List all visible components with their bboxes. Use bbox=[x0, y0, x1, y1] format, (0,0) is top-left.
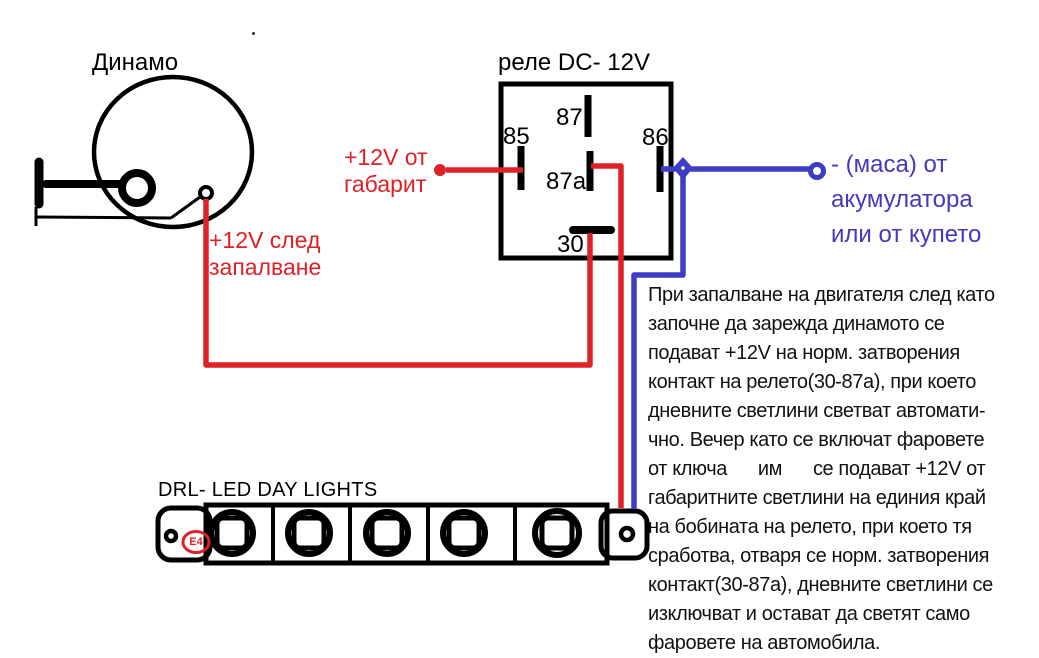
parking-wire-connector-dot bbox=[434, 164, 446, 176]
dynamo-symbol bbox=[34, 74, 255, 230]
ignition-12v-line2: запалване bbox=[209, 254, 322, 280]
led-bar-mount-hole-left bbox=[163, 528, 179, 544]
relay-title: реле DC- 12V bbox=[498, 49, 650, 76]
ground-line3: или от купето bbox=[831, 221, 982, 248]
led-module-chip bbox=[291, 515, 327, 551]
junction-center-dot bbox=[681, 166, 685, 170]
note-line: габаритните светлини на единия край bbox=[648, 487, 986, 509]
note-line: чно. Вечер като се включат фаровете bbox=[648, 429, 985, 451]
dynamo-output-terminal bbox=[198, 185, 214, 201]
note-line: дневните светлини светват автомати- bbox=[648, 400, 986, 422]
wire-dynamo-to-pin30 bbox=[203, 199, 593, 368]
led-module-lens bbox=[440, 509, 488, 557]
pin-label-85: 85 bbox=[503, 123, 530, 150]
note-line: фаровете на автомобила. bbox=[648, 632, 881, 654]
red-wires bbox=[203, 163, 624, 508]
note-line: При запалване на двигателя след като bbox=[648, 284, 995, 306]
note-line: контакт(30-87a), дневните светлини се bbox=[648, 574, 993, 596]
led-bar-symbol bbox=[155, 502, 650, 566]
ground-wire-connector-ring bbox=[808, 162, 826, 180]
pin-label-87a: 87a bbox=[546, 168, 587, 195]
ignition-12v-line1: +12V след bbox=[209, 227, 321, 253]
explanation-note: При запалване на двигателя след като зап… bbox=[648, 281, 995, 658]
dynamo-slip-ring bbox=[118, 169, 156, 207]
dynamo-second-lead bbox=[35, 215, 172, 220]
pin-label-87: 87 bbox=[556, 104, 583, 131]
pin-label-86: 86 bbox=[642, 124, 669, 151]
pin-label-30: 30 bbox=[557, 231, 584, 258]
wire-pin87a-to-led bbox=[591, 163, 624, 508]
note-line: сработва, отваря се норм. затворения bbox=[648, 545, 990, 567]
led-bar-mount-hole-right bbox=[618, 525, 636, 543]
ground-label: - (маса) от акумулатора или от купето bbox=[831, 147, 981, 252]
note-line: започне да зарежда динамото се bbox=[648, 313, 945, 335]
note-line: подават +12V на норм. затворения bbox=[648, 342, 960, 364]
led-module-chip bbox=[369, 515, 405, 551]
led-module-chip bbox=[446, 515, 482, 551]
dynamo-body-circle bbox=[91, 74, 255, 230]
led-module-chip bbox=[214, 515, 250, 551]
parking-12v-line1: +12V от bbox=[344, 144, 428, 170]
ground-line1: - (маса) от bbox=[831, 151, 948, 178]
note-line: контакт на релето(30-87a), при което bbox=[648, 371, 976, 393]
led-module-lens bbox=[285, 509, 333, 557]
led-bar-label: DRL- LED DAY LIGHTS bbox=[158, 479, 378, 501]
parking-12v-line2: габарит bbox=[344, 171, 427, 197]
led-module-chip bbox=[539, 515, 575, 551]
ground-line2: акумулатора bbox=[831, 186, 973, 213]
e4-approval-mark-text: E4 bbox=[189, 536, 203, 548]
dynamo-label: Динамо bbox=[92, 49, 179, 76]
wire-junction-to-led bbox=[631, 171, 686, 509]
led-module-lens bbox=[208, 509, 256, 557]
note-line: на бобината на релето, при което тя bbox=[648, 516, 972, 538]
dynamo-second-lead-diagonal bbox=[170, 195, 201, 220]
note-line: от ключа им се подават +12V от bbox=[648, 458, 986, 480]
led-module-lens bbox=[532, 508, 582, 558]
blue-wires bbox=[631, 157, 826, 509]
led-module-lens bbox=[363, 509, 411, 557]
note-line: изключват и остават да светят само bbox=[648, 603, 970, 625]
e4-approval-mark-ring bbox=[181, 530, 211, 554]
stray-dot bbox=[252, 32, 255, 35]
led-bar-right-cap bbox=[598, 508, 650, 561]
